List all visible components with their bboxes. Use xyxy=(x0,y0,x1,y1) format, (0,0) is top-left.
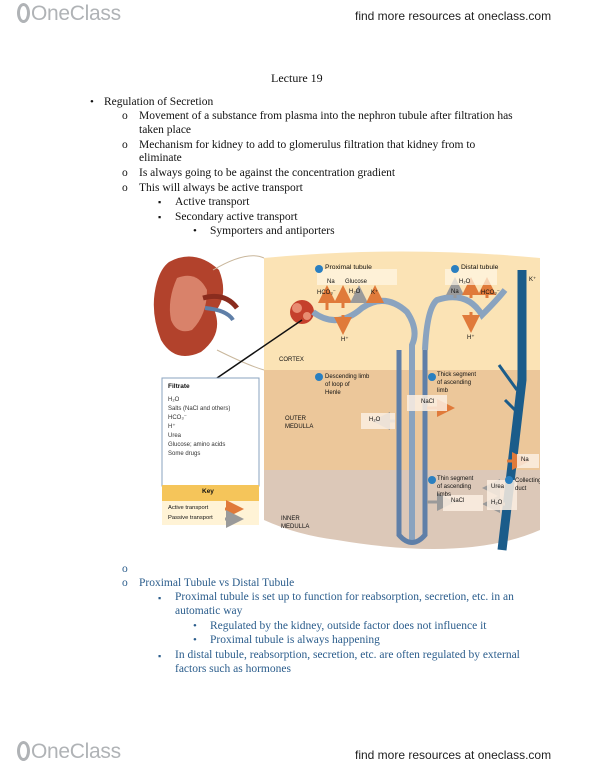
label-prox-h2o: H₂O xyxy=(349,289,361,295)
outer-medulla-zone xyxy=(264,370,540,470)
label-prox-h: H⁺ xyxy=(341,337,349,343)
distal-tubule xyxy=(422,288,508,351)
nephron-diagram xyxy=(137,240,540,562)
label-dist-na: Na xyxy=(451,289,459,295)
filtrate-item: HCO₃⁻ xyxy=(168,415,187,421)
filtrate-title: Filtrate xyxy=(168,383,190,390)
filtrate-list: H₂O Salts (NaCl and others) HCO₃⁻ H⁺ Ure… xyxy=(168,396,230,459)
loop-of-henle xyxy=(396,350,428,545)
note-c1-1b: automatic way xyxy=(175,605,243,617)
note-c1-2a: In distal tubule, reabsorption, secretio… xyxy=(175,649,520,661)
oneclass-mark-icon xyxy=(17,3,30,23)
key-passive-label: Passive transport xyxy=(168,515,213,521)
logo-text: OneClass xyxy=(31,2,121,25)
note-c1-1-1: Regulated by the kidney, outside factor … xyxy=(210,620,487,632)
note-c1-2b: factors such as hormones xyxy=(175,663,291,675)
note-b1-3: Is always going to be against the concen… xyxy=(139,167,396,179)
label-nacl-outer: NaCl xyxy=(421,399,435,405)
label-distal-tubule: Distal tubule xyxy=(461,264,499,271)
oneclass-logo-header: OneClass xyxy=(17,2,121,26)
filtrate-box xyxy=(161,377,260,487)
oneclass-logo-footer: OneClass xyxy=(17,740,121,764)
filtrate-item: Glucose; amino acids xyxy=(168,442,226,448)
label-dist-h: H⁺ xyxy=(467,335,475,341)
filtrate-item: Some drugs xyxy=(168,451,201,457)
nephron-figure: Proximal tubule Distal tubule Na Glucose… xyxy=(137,240,540,562)
note-b1-1a: Movement of a substance from plasma into… xyxy=(139,110,513,122)
bullet-o: o xyxy=(122,563,128,575)
kidney-illustration xyxy=(153,256,239,356)
key-header xyxy=(162,485,259,501)
label-h2o-inner: H₂O xyxy=(491,500,503,506)
oneclass-mark-icon xyxy=(17,741,30,761)
bullet-dot: • xyxy=(193,634,197,646)
footer-tagline[interactable]: find more resources at oneclass.com xyxy=(355,748,552,762)
note-b1-2a: Mechanism for kidney to add to glomerulu… xyxy=(139,139,476,151)
label-h2o-outer: H₂O xyxy=(369,417,381,423)
label-urea: Urea xyxy=(491,484,505,490)
label-prox-na: Na xyxy=(327,279,335,285)
filtrate-item: H⁺ xyxy=(168,424,176,430)
note-c1-1-2: Proximal tubule is always happening xyxy=(210,634,380,646)
note-b1-4-2-1: Symporters and antiporters xyxy=(210,225,335,237)
note-c1: Proximal Tubule vs Distal Tubule xyxy=(139,577,295,589)
note-b1-2b: eliminate xyxy=(139,152,182,164)
label-prox-k: K⁺ xyxy=(371,290,379,296)
bullet-o: o xyxy=(122,167,128,179)
header-tagline[interactable]: find more resources at oneclass.com xyxy=(355,9,552,23)
inner-medulla-zone xyxy=(264,470,540,549)
key-active-label: Active transport xyxy=(168,505,209,511)
note-b1-4: This will always be active transport xyxy=(139,182,303,194)
bullet-square: ▪ xyxy=(158,197,162,207)
bullet-o: o xyxy=(122,139,128,151)
bullet-dot: • xyxy=(193,620,197,632)
key-title: Key xyxy=(202,488,214,495)
label-k-right: K⁺ xyxy=(529,277,537,283)
label-cortex: CORTEX xyxy=(279,357,304,363)
filtrate-item: H₂O xyxy=(168,397,180,403)
label-dist-h2o: H₂O xyxy=(459,279,471,285)
label-na-collect: Na xyxy=(521,457,529,463)
bullet-square: ▪ xyxy=(158,212,162,222)
note-b1-4-1: Active transport xyxy=(175,196,250,208)
note-b1-1b: taken place xyxy=(139,124,192,136)
bullet-square: ▪ xyxy=(158,651,162,661)
bullet-o: o xyxy=(122,577,128,589)
note-b1-4-2: Secondary active transport xyxy=(175,211,298,223)
bullet-o: o xyxy=(122,110,128,122)
label-proximal-tubule: Proximal tubule xyxy=(325,264,372,271)
logo-text: OneClass xyxy=(31,740,121,763)
label-dist-hco3: HCO₃⁻ xyxy=(481,290,500,296)
bullet-square: ▪ xyxy=(158,593,162,603)
note-c1-1a: Proximal tubule is set up to function fo… xyxy=(175,591,514,603)
page-title: Lecture 19 xyxy=(271,71,323,85)
label-prox-glucose: Glucose xyxy=(345,279,368,285)
bullet-dot: • xyxy=(193,225,197,237)
bullet-o: o xyxy=(122,182,128,194)
bullet-dot: • xyxy=(90,96,94,108)
label-prox-hco3: HCO₃⁻ xyxy=(317,290,336,296)
filtrate-item: Urea xyxy=(168,433,182,439)
note-b1: Regulation of Secretion xyxy=(104,96,214,108)
filtrate-item: Salts (NaCl and others) xyxy=(168,406,231,412)
label-nacl-inner: NaCl xyxy=(451,498,465,504)
